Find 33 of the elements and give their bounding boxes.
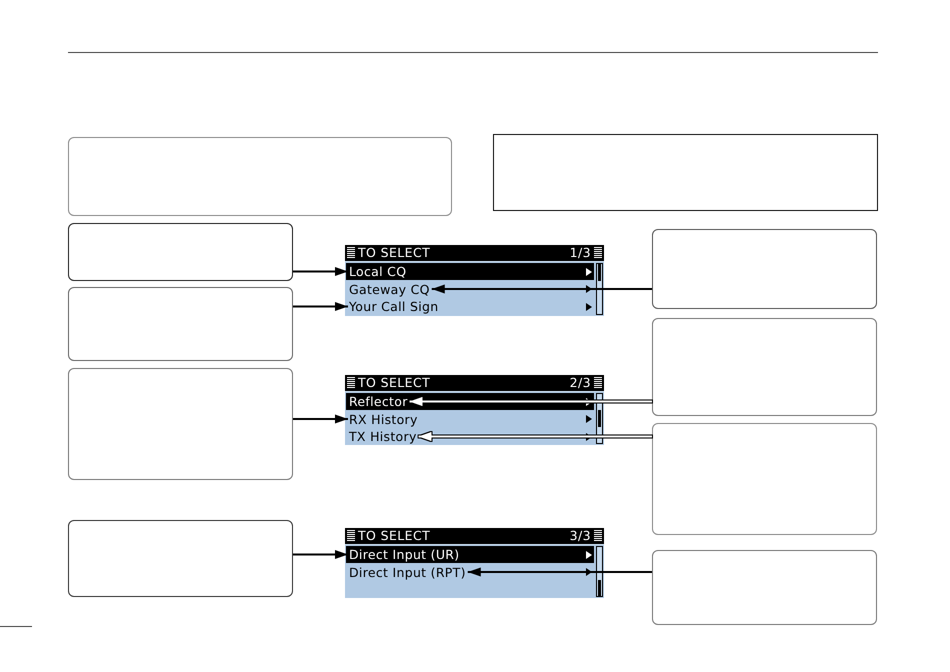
callout-box xyxy=(493,134,878,211)
callout-box xyxy=(68,287,293,361)
menu-item: TX History xyxy=(349,428,417,445)
page-number: 3/3 xyxy=(570,528,591,544)
callout-box xyxy=(652,423,877,535)
arrow xyxy=(468,568,652,576)
menu-item: Your Call Sign xyxy=(349,298,438,315)
screen-title: TO SELECT xyxy=(358,245,430,261)
arrow xyxy=(293,414,348,424)
menu-item: Local CQ xyxy=(349,263,406,280)
screen-title: TO SELECT xyxy=(358,375,430,391)
callout-box xyxy=(68,137,452,216)
callout-box xyxy=(652,229,877,309)
menu-item: Direct Input (UR) xyxy=(349,546,460,563)
callout-box xyxy=(652,318,877,416)
lcd-screen xyxy=(345,528,604,598)
arrow xyxy=(432,284,652,294)
callout-box xyxy=(68,520,293,597)
screen-title: TO SELECT xyxy=(358,528,430,544)
page-number: 2/3 xyxy=(570,375,591,391)
lcd-screen xyxy=(345,375,604,445)
menu-item: Reflector xyxy=(349,393,408,410)
callout-box xyxy=(652,550,877,625)
menu-item: Gateway CQ xyxy=(349,280,430,298)
arrow xyxy=(293,302,348,311)
menu-item: Direct Input (RPT) xyxy=(349,564,466,580)
lcd-screen xyxy=(345,245,604,316)
menu-item: RX History xyxy=(349,410,418,428)
arrow xyxy=(293,267,348,276)
arrow xyxy=(293,550,348,559)
page-number: 1/3 xyxy=(570,245,591,261)
callout-box xyxy=(68,368,293,480)
callout-box xyxy=(68,223,293,281)
